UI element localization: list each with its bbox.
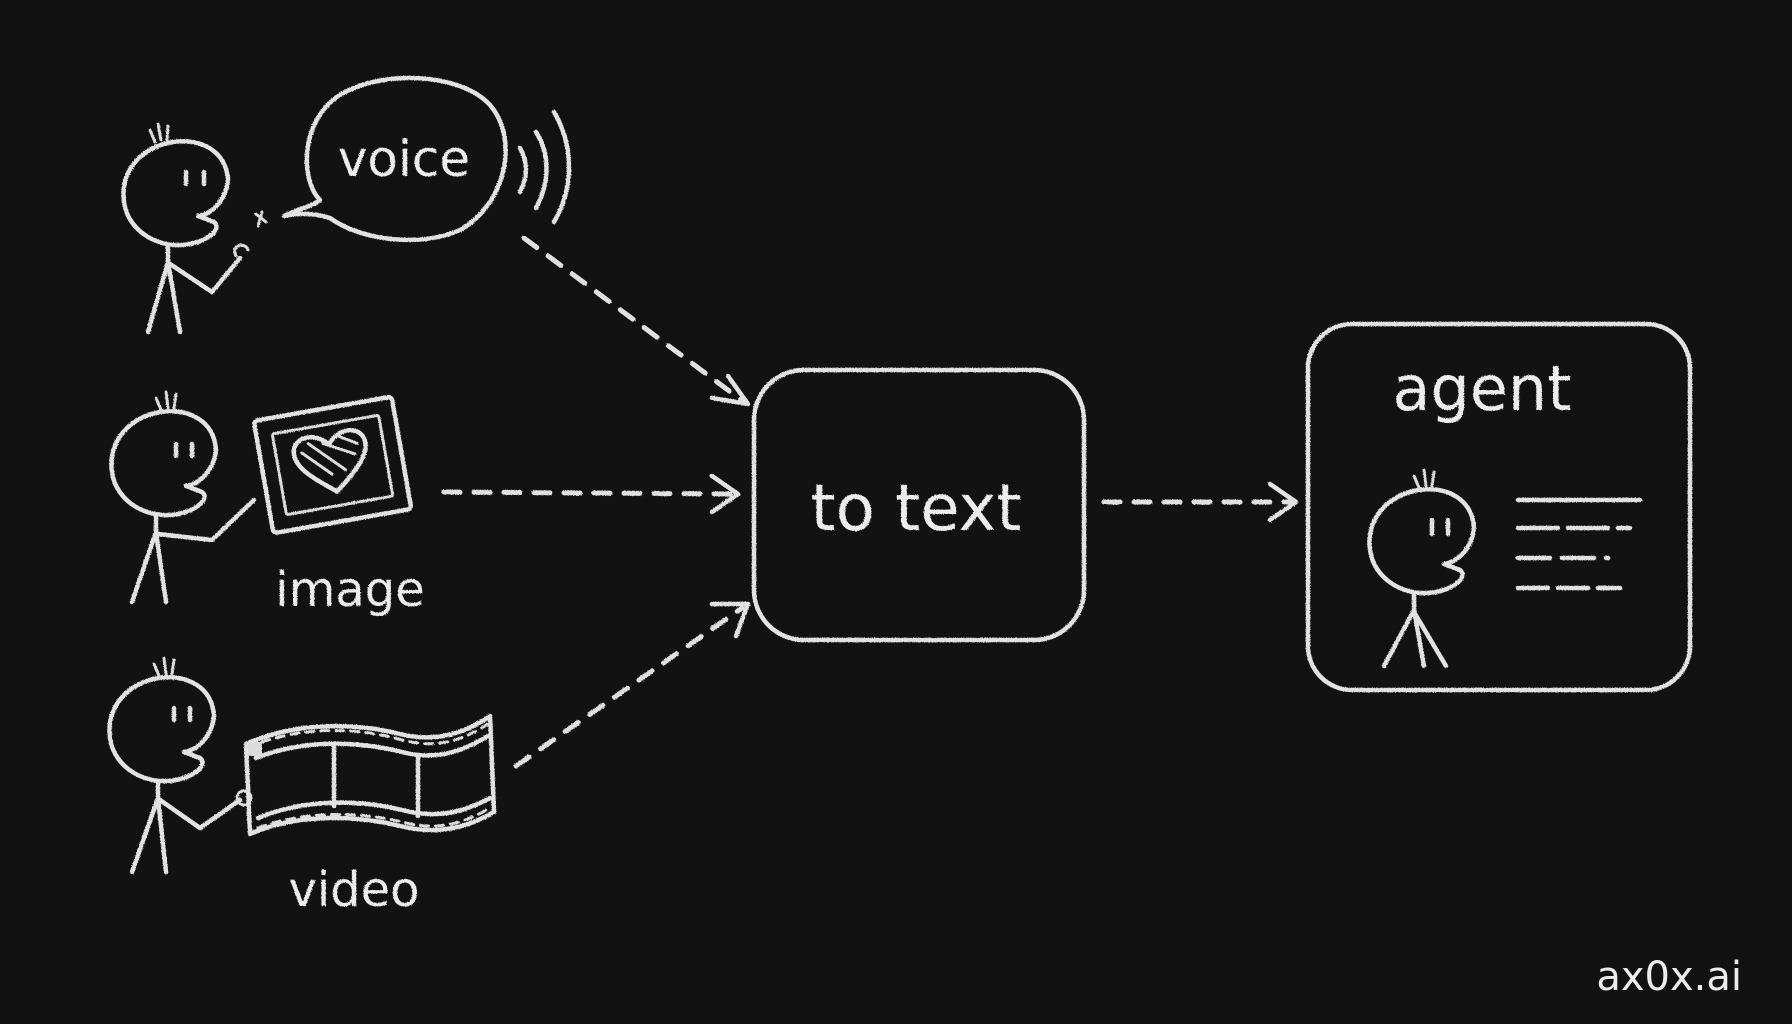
agent-box: agent bbox=[1305, 321, 1693, 693]
stick-figure-icon bbox=[107, 656, 253, 875]
text-lines-icon bbox=[1515, 497, 1643, 591]
voice-input: voice bbox=[121, 75, 572, 335]
stick-figure-icon bbox=[121, 122, 268, 335]
agent-arrow bbox=[1101, 481, 1299, 523]
image-label: image bbox=[275, 562, 425, 618]
video-arrow bbox=[513, 601, 751, 769]
sound-waves-icon bbox=[517, 109, 572, 225]
heart-icon bbox=[291, 428, 368, 494]
speech-bubble-icon bbox=[281, 75, 508, 243]
video-label: video bbox=[288, 862, 419, 918]
stick-figure-icon bbox=[1367, 468, 1477, 669]
stick-figure-icon bbox=[109, 390, 257, 605]
voice-arrow bbox=[521, 235, 751, 407]
to-text-box: to text bbox=[751, 367, 1087, 643]
voice-label: voice bbox=[338, 130, 470, 188]
to-text-label: to text bbox=[811, 472, 1022, 546]
watermark: ax0x.ai bbox=[1596, 954, 1742, 1000]
image-arrow bbox=[441, 473, 741, 515]
video-input: video bbox=[107, 656, 497, 918]
image-input: image bbox=[109, 390, 425, 618]
agent-label: agent bbox=[1392, 352, 1571, 425]
picture-frame-icon bbox=[252, 395, 413, 535]
film-strip-icon bbox=[243, 713, 497, 837]
